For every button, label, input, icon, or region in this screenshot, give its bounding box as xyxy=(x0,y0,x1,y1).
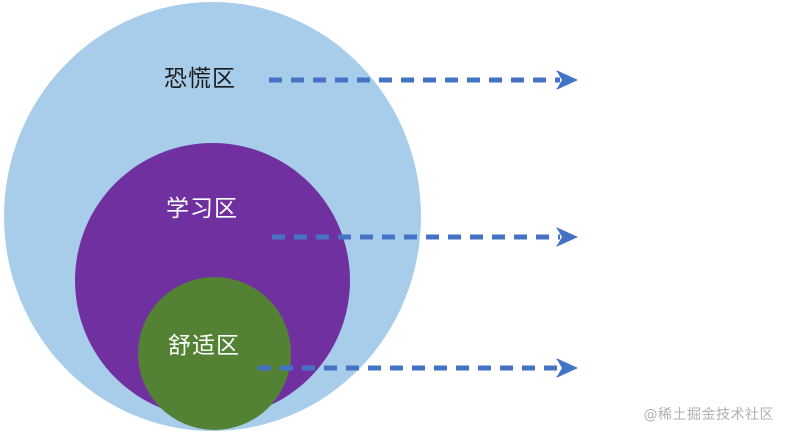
arrow-learning xyxy=(272,227,578,247)
zone-panic-label: 恐慌区 xyxy=(164,66,236,92)
zone-learning-label: 学习区 xyxy=(166,196,238,222)
arrow-learning-head xyxy=(556,227,578,247)
arrow-panic-head xyxy=(556,70,578,90)
zone-comfort-label: 舒适区 xyxy=(168,333,240,359)
arrow-comfort-head xyxy=(556,358,578,378)
arrow-panic xyxy=(269,70,578,90)
zone-comfort-circle xyxy=(138,277,291,430)
arrow-comfort xyxy=(258,358,578,378)
watermark: @稀土掘金技术社区 xyxy=(643,407,774,423)
